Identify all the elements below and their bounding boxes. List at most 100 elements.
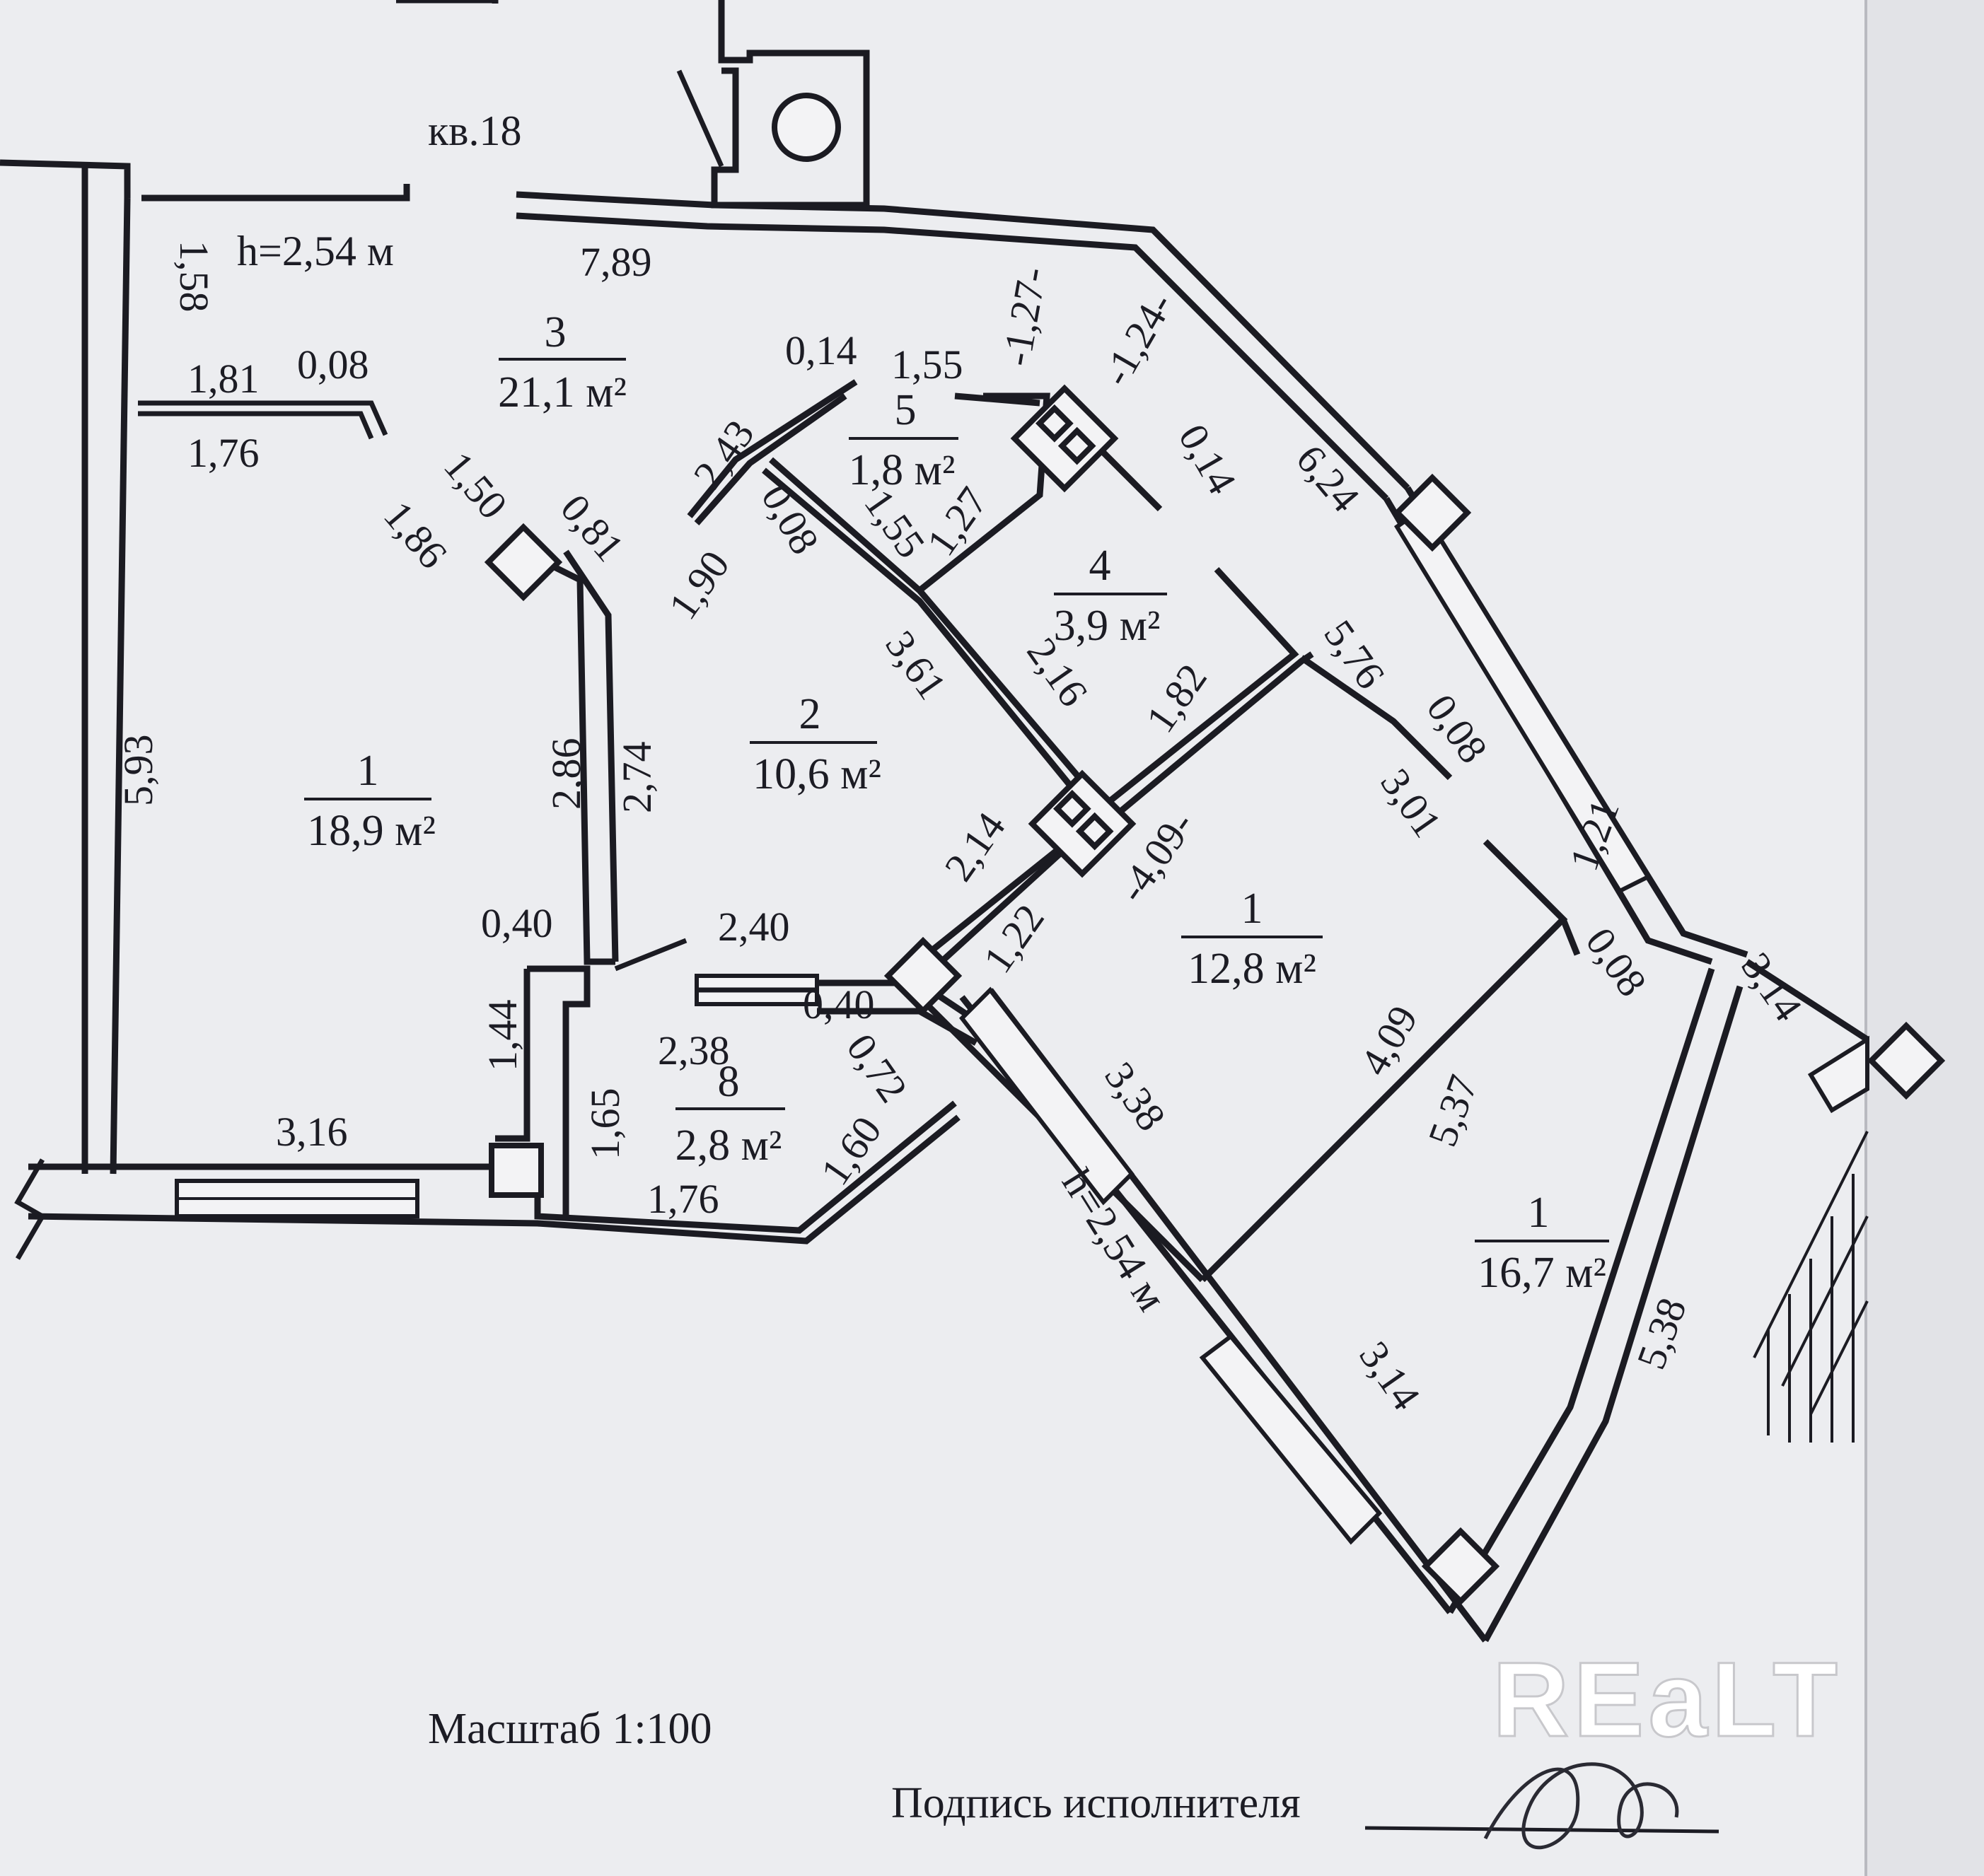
svg-text:1: 1 [1528,1189,1550,1237]
dim-3-14-b: 3,14 [1350,1333,1429,1418]
column-right-top [1393,473,1472,552]
wall-room1-room1b-stub [1560,918,1581,956]
wall-room2-top [687,379,858,518]
window-kitchen [959,986,1135,1206]
windows [175,506,1869,1545]
realt-watermark: REaLT [1492,1640,1842,1759]
wall-left-inner [110,197,131,1175]
room-label-5: 5 1,8 м² [849,386,958,494]
svg-text:21,1 м²: 21,1 м² [498,368,627,416]
dim-3-16: 3,16 [276,1109,348,1155]
dim-0-14-b: 0,14 [1170,416,1246,501]
wall-top-corridor [141,184,410,202]
vent-shaft-hall [1028,769,1137,878]
dim-0-14-a: 0,14 [785,327,857,373]
dim-2-14: 2,14 [935,804,1014,889]
dim-0-08-a: 0,08 [297,342,369,388]
dim-0-40-a: 0,40 [481,900,553,946]
dim-1-86: 1,86 [375,493,456,578]
wall-top-exterior-inner [516,212,1389,501]
wall-balcony-top [1745,959,1869,1042]
wall-right-lower-outer [1483,985,1744,1643]
room-label-3: 3 21,1 м² [498,308,627,416]
wall-top-exterior [516,191,1410,491]
vent-circle [772,93,841,162]
room-label-living-18-9: 1 18,9 м² [304,747,436,855]
paper-edge [1867,0,1984,1876]
wall-partition-room3 [138,400,388,436]
wall-room1-room2-b [563,549,619,962]
svg-text:16,7 м²: 16,7 м² [1478,1249,1606,1297]
dim-1-76-b: 1,76 [647,1176,719,1222]
wall-room4-room1 [1101,566,1299,809]
signature-line [1364,1826,1719,1834]
dim-1-81: 1,81 [187,356,260,402]
svg-text:8: 8 [718,1058,740,1106]
dim-2-86: 2,86 [543,738,589,810]
wall-bottom-left [28,1100,957,1234]
room-label-bedroom-16-7: 1 16,7 м² [1475,1189,1609,1297]
scale-label: Масштаб 1:100 [428,1705,712,1753]
svg-text:18,9 м²: 18,9 м² [307,807,436,855]
dim-5-93: 5,93 [115,735,161,807]
dim-5-38: 5,38 [1628,1292,1695,1375]
dim-1-55-a: 1,55 [891,342,963,388]
room-label-bedroom-12-8: 1 12,8 м² [1181,885,1323,993]
dim-1-90: 1,90 [659,542,738,627]
room-labels: 1 18,9 м² 2 10,6 м² 3 21,1 м² 4 3,9 м² 5… [304,308,1609,1297]
wall-right-lower [1447,967,1715,1614]
dim-5-76: 5,76 [1315,612,1393,697]
wall-hall-left [495,969,530,1142]
wall-hall-left-b [527,965,591,1216]
dim-2-40: 2,40 [718,904,790,950]
svg-text:3: 3 [545,308,567,356]
signature-label: Подпись исполнителя [891,1779,1301,1827]
column-hall [883,936,963,1015]
svg-text:12,8 м²: 12,8 м² [1188,945,1316,993]
dim-3-38: 3,38 [1096,1054,1174,1138]
wall-top-stub [396,0,499,4]
wall-room2-top-b [694,393,847,525]
dim-7-89: 7,89 [580,239,652,285]
wall-corridor-diagonal-b [762,467,1096,815]
apartment-label: кв.18 [428,107,521,154]
column-bottom-left [489,1143,544,1198]
ceiling-height-label: h=2,54 м [237,228,394,274]
svg-text:5: 5 [895,386,917,434]
column-right [1867,1021,1946,1100]
dim-2-43: 2,43 [684,412,762,496]
vent-shaft-room5 [1010,384,1119,493]
dim-5-37: 5,37 [1419,1069,1487,1153]
dim-1-50: 1,50 [435,443,516,528]
columns [484,93,1946,1606]
svg-text:10,6 м²: 10,6 м² [753,750,881,798]
svg-text:2,8 м²: 2,8 м² [675,1121,782,1170]
wall-room1-top [1299,655,1453,781]
room-label-4: 4 3,9 м² [1054,542,1167,650]
dim-2-38: 2,38 [658,1027,730,1073]
footer: Масштаб 1:100 Подпись исполнителя REaLT [428,1639,1842,1850]
balcony-hatching [1753,1131,1869,1443]
svg-text:1,8 м²: 1,8 м² [849,446,956,494]
column-bottom-right [1421,1527,1500,1606]
dim-1-76-a: 1,76 [187,430,260,476]
wall-partition-room3-b [138,411,374,440]
dim-0-81: 0,81 [552,486,633,571]
dim-1-24: -1,24- [1093,285,1182,394]
dim-2-74: 2,74 [614,742,660,814]
wall-bottom-left-outer [28,1114,961,1245]
door-line-hall [614,938,688,972]
svg-text:1: 1 [357,747,379,795]
dim-6-24: 6,24 [1287,436,1369,521]
window-room-16-7 [1199,1333,1383,1545]
dim-1-44: 1,44 [480,1000,526,1072]
walls [0,0,1869,1643]
svg-text:1: 1 [1241,885,1263,933]
wall-top-left [0,159,131,198]
svg-text:2: 2 [799,690,821,738]
svg-text:4: 4 [1089,542,1111,590]
column-room1 [484,523,563,602]
dim-1-65: 1,65 [582,1088,628,1160]
